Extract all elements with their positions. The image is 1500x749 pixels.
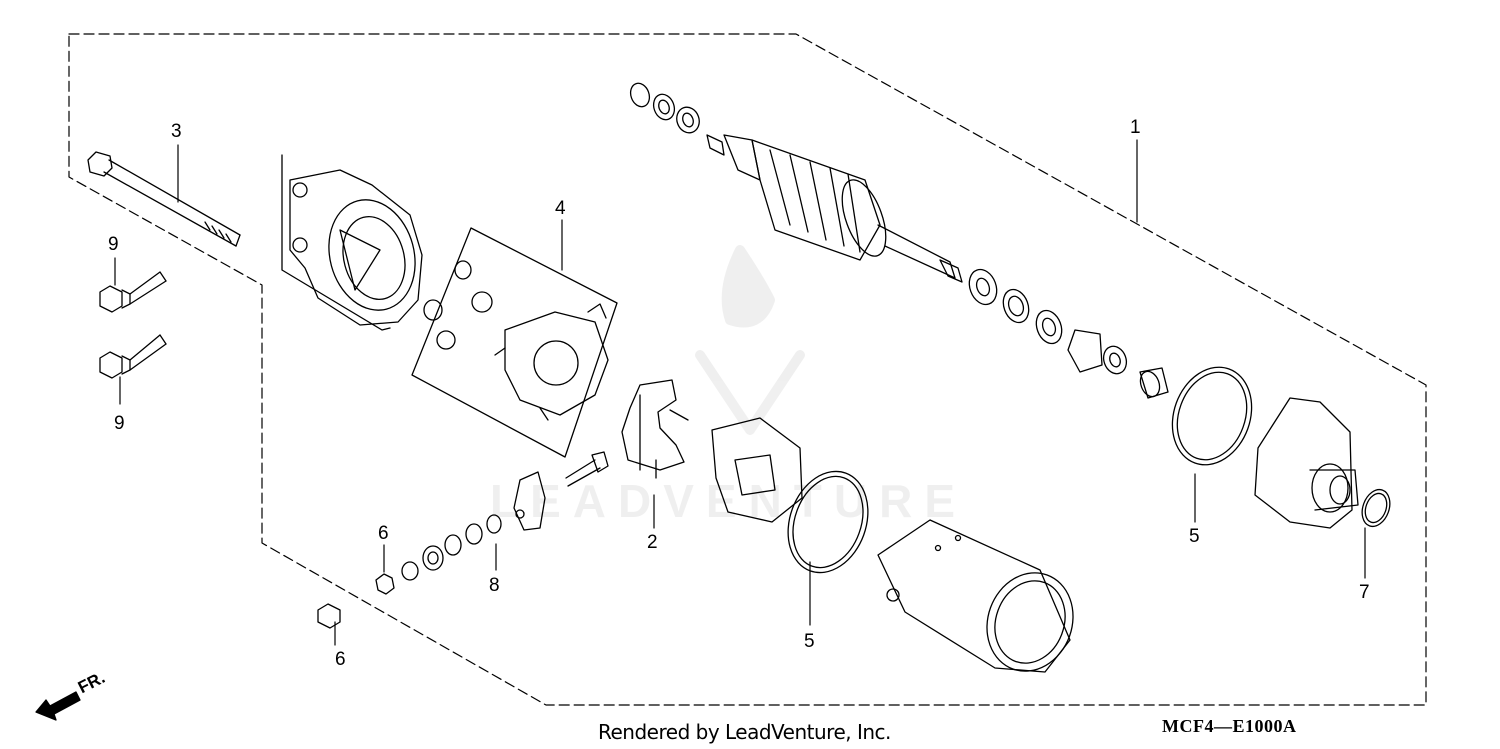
armature-thrust-washers (629, 82, 700, 134)
callout-5-right: 5 (1189, 526, 1200, 547)
terminal-bracket-part-2 (621, 379, 689, 479)
brush-holder-part-4 (411, 227, 618, 458)
callout-5-center: 5 (804, 631, 815, 652)
callout-9-lower: 9 (114, 413, 125, 434)
front-cover (1254, 397, 1359, 529)
assembly-outline (68, 33, 1427, 706)
callout-6-terminal: 6 (378, 523, 389, 544)
through-bolt-part-3 (87, 151, 241, 247)
callout-6-lower: 6 (335, 649, 346, 670)
terminal-washers-part-8 (401, 514, 502, 581)
callout-9-upper: 9 (108, 234, 119, 255)
callout-7: 7 (1359, 582, 1370, 603)
brush-plate (711, 417, 803, 523)
armature-bearings-and-washers (968, 268, 1169, 399)
terminal-insulator (513, 471, 546, 531)
callout-1: 1 (1130, 117, 1141, 138)
front-direction-arrow (35, 691, 81, 721)
o-ring-part-7 (1361, 488, 1391, 528)
callout-3: 3 (171, 121, 182, 142)
callout-2: 2 (647, 532, 658, 553)
watermark-text: LEADVENTURE (490, 475, 968, 527)
diagram-code: MCF4—E1000A (1162, 716, 1297, 736)
callout-4: 4 (555, 198, 566, 219)
motor-case-yoke (877, 519, 1074, 673)
terminal-bolt (565, 451, 609, 487)
o-ring-part-5-right (1171, 366, 1253, 466)
callout-8: 8 (489, 575, 500, 596)
watermark-logo (695, 245, 805, 435)
o-ring-part-5-center (787, 470, 869, 574)
leader-lines (114, 139, 1366, 646)
flange-bolt-part-9a (99, 271, 167, 313)
armature-part-1 (706, 134, 963, 283)
nut-part-6-terminal (375, 573, 395, 595)
render-credit: Rendered by LeadVenture, Inc. (598, 720, 891, 744)
rear-cover-housing (281, 154, 423, 331)
flange-bolt-part-9b (99, 334, 167, 379)
nut-part-6-lower (317, 603, 341, 629)
brush-springs (423, 260, 493, 350)
